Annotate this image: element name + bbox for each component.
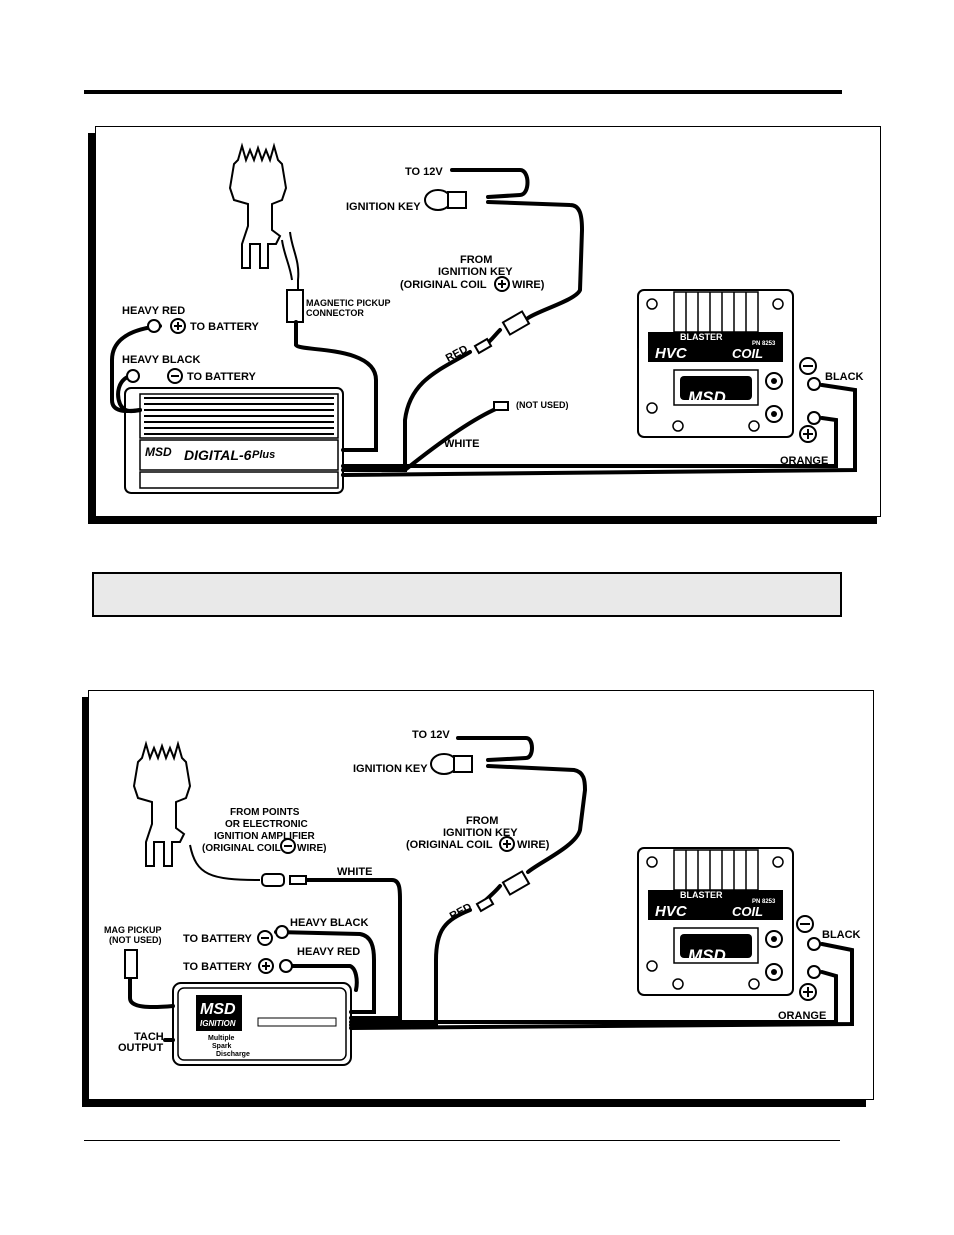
- figure-2: MSD IGNITION Multiple Spark Discharge BL…: [104, 729, 861, 1066]
- plus-symbol-icon: [799, 983, 817, 1001]
- heavy-red-label: HEAVY RED: [297, 946, 360, 958]
- msd-logo: MSD: [200, 1001, 236, 1018]
- heavy-black-ring-terminal-icon: [275, 925, 289, 939]
- original-coil-neg-wire-label: WIRE): [297, 843, 326, 854]
- minus-symbol-icon: [280, 838, 296, 854]
- red-wire-terminal-icon: [475, 895, 495, 913]
- plus-symbol-icon: [799, 425, 817, 443]
- mag-pickup-connector-icon: [124, 949, 138, 979]
- heavy-black-ring-terminal-icon: [126, 369, 140, 383]
- orange-wire-label: ORANGE: [780, 455, 828, 467]
- heavy-red-label: HEAVY RED: [122, 305, 185, 317]
- output-label: OUTPUT: [118, 1042, 164, 1054]
- figure-1: MSD DIGITAL-6 Plus BLASTER HVC COIL PN 8…: [110, 145, 864, 494]
- to-battery-negative-label: TO BATTERY: [187, 371, 257, 383]
- ignition-key-label: IGNITION KEY: [346, 201, 421, 213]
- original-coil-wire-label: WIRE): [512, 279, 545, 291]
- plus-label: Plus: [252, 449, 275, 461]
- coil-black-ring-terminal-icon: [807, 937, 821, 951]
- original-coil-label: (ORIGINAL COIL: [400, 279, 487, 291]
- black-wire-label: BLACK: [822, 929, 861, 941]
- minus-symbol-icon: [796, 915, 814, 933]
- points-wire-connector-icon: [261, 873, 285, 887]
- header-rule: [84, 90, 842, 94]
- white-wire-terminal-icon: [289, 875, 307, 885]
- plus-symbol-icon: [499, 836, 515, 852]
- msd-small-logo: MSD: [145, 445, 172, 459]
- ignition-amplifier-label: IGNITION AMPLIFIER: [214, 831, 316, 842]
- to-battery-positive-label: TO BATTERY: [190, 321, 260, 333]
- ignition-key-label: IGNITION KEY: [353, 763, 428, 775]
- plus-symbol-icon: [258, 958, 274, 974]
- to-12v-label: TO 12V: [405, 166, 443, 178]
- not-used-label: (NOT USED): [516, 400, 569, 410]
- original-coil-label: (ORIGINAL COIL: [406, 839, 493, 851]
- red-wire-label: RED: [448, 901, 474, 923]
- distributor-icon: [133, 743, 191, 867]
- heavy-red-ring-terminal-icon: [147, 319, 161, 333]
- from-label: FROM: [460, 254, 492, 266]
- coil-coil: COIL: [732, 346, 763, 361]
- digital-6-label: DIGITAL-6: [184, 447, 252, 463]
- distributor-icon: [229, 145, 287, 269]
- ignition-logo-text: IGNITION: [200, 1019, 236, 1028]
- coil-positive-connector-icon: [501, 870, 531, 896]
- coil-orange-ring-terminal-icon: [807, 411, 821, 425]
- coil-brand: BLASTER: [680, 890, 723, 900]
- black-wire-label: BLACK: [825, 371, 864, 383]
- to-battery-positive-label: TO BATTERY: [183, 961, 253, 973]
- connector-label: CONNECTOR: [306, 308, 364, 318]
- coil-logo: MSD: [688, 946, 726, 965]
- from-ignition-key-label: IGNITION KEY: [443, 827, 518, 839]
- white-wire-label: WHITE: [337, 866, 372, 878]
- footer-rule: [84, 1140, 840, 1141]
- or-electronic-label: OR ELECTRONIC: [225, 819, 308, 830]
- plus-symbol-icon: [494, 276, 510, 292]
- ignition-key-icon: [430, 753, 473, 775]
- minus-symbol-icon: [257, 930, 273, 946]
- multiple-label: Multiple: [208, 1035, 235, 1042]
- coil-black-ring-terminal-icon: [807, 377, 821, 391]
- plus-symbol-icon: [170, 318, 186, 334]
- heavy-black-label: HEAVY BLACK: [122, 354, 200, 366]
- coil-icon: [637, 289, 794, 438]
- coil-coil: COIL: [732, 904, 763, 919]
- to-battery-negative-label: TO BATTERY: [183, 933, 253, 945]
- coil-orange-ring-terminal-icon: [807, 965, 821, 979]
- minus-symbol-icon: [799, 357, 817, 375]
- msd-ignition-box: MSD IGNITION Multiple Spark Discharge: [172, 982, 352, 1066]
- coil-logo: MSD: [688, 388, 726, 407]
- coil-pn: PN 8253: [752, 899, 776, 905]
- heavy-black-label: HEAVY BLACK: [290, 917, 368, 929]
- section-banner: [92, 572, 842, 617]
- from-label: FROM: [466, 815, 498, 827]
- digital-6-plus-box: MSD DIGITAL-6 Plus: [124, 387, 344, 494]
- heavy-red-ring-terminal-icon: [279, 959, 293, 973]
- mag-pickup-not-used-label: (NOT USED): [109, 935, 162, 945]
- from-ignition-key-label: IGNITION KEY: [438, 266, 513, 278]
- ignition-key-icon: [424, 189, 467, 211]
- white-wire-terminal-icon: [493, 401, 509, 411]
- tach-label: TACH: [134, 1031, 164, 1043]
- coil-model: HVC: [655, 345, 688, 362]
- coil-brand: BLASTER: [680, 332, 723, 342]
- white-wire-label: WHITE: [444, 438, 479, 450]
- mag-pickup-label: MAG PICKUP: [104, 925, 162, 935]
- magnetic-pickup-connector-icon: [286, 289, 304, 323]
- original-coil-neg-label: (ORIGINAL COIL: [202, 843, 281, 854]
- original-coil-wire-label: WIRE): [517, 839, 550, 851]
- spark-label: Spark: [212, 1043, 232, 1050]
- minus-symbol-icon: [167, 368, 183, 384]
- from-points-label: FROM POINTS: [230, 807, 300, 818]
- coil-icon: [637, 847, 794, 996]
- coil-model: HVC: [655, 903, 688, 920]
- to-12v-label: TO 12V: [412, 729, 450, 741]
- coil-pn: PN 8253: [752, 341, 776, 347]
- orange-wire-label: ORANGE: [778, 1010, 826, 1022]
- magnetic-pickup-label: MAGNETIC PICKUP: [306, 298, 391, 308]
- discharge-label: Discharge: [216, 1051, 250, 1058]
- coil-positive-connector-icon: [501, 310, 531, 336]
- red-wire-terminal-icon: [473, 337, 493, 355]
